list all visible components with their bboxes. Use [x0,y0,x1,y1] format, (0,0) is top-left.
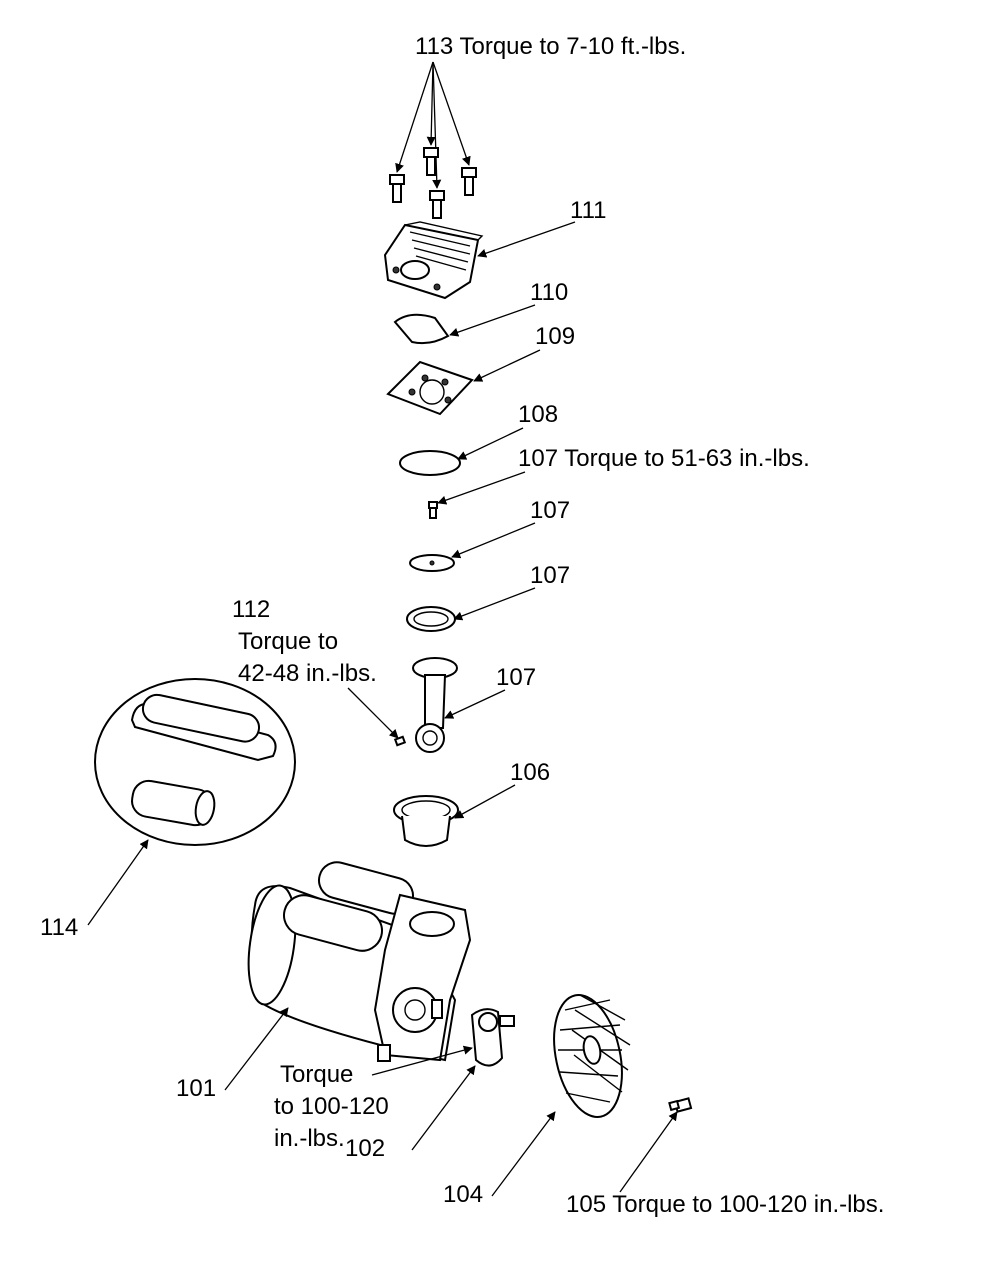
piston-ring-icon [406,606,456,632]
motor-housing-icon [247,861,472,1062]
valve-plate-icon [386,360,474,416]
label-110: 110 [530,279,568,306]
label-107-plate: 107 [530,497,570,524]
bearing-detail-icon [130,693,277,827]
o-ring-108: 108 [399,401,558,476]
screw-icon [428,501,438,519]
label-102: 102 [345,1135,385,1162]
eccentric-icon [470,1008,515,1067]
label-112: 112 [232,596,270,623]
cylinder-sleeve-icon [393,795,459,847]
piston-plate-107: 107 [409,497,570,572]
cylinder-head-111: 111 [383,197,606,300]
label-107-ring: 107 [530,562,570,589]
screw-112: 112 Torque to 42-48 in.-lbs. [232,596,407,747]
label-106: 106 [510,759,550,786]
screw-icon [393,735,407,747]
gasket-110: 110 [393,279,568,345]
label-114: 114 [40,914,78,941]
eccentric-102: Torque to 100-120 in.-lbs. 102 [274,1008,515,1162]
motor-housing-101: 101 [176,861,472,1102]
gasket-icon [393,313,450,345]
o-ring-icon [399,450,461,476]
label-101: 101 [176,1075,216,1102]
screw-107: 107 Torque to 51-63 in.-lbs. [428,445,810,519]
label-113: 113 Torque to 7-10 ft.-lbs. [415,33,686,60]
bolts-113: 113 Torque to 7-10 ft.-lbs. [389,33,686,219]
label-102-torque-3: in.-lbs. [274,1125,345,1152]
bolt-icon [668,1097,693,1113]
cylinder-head-icon [383,221,484,300]
connecting-rod-107: 107 [412,657,536,753]
fan-icon [553,993,631,1119]
piston-plate-icon [409,554,455,572]
bolt-icon [389,174,405,203]
label-107-rod: 107 [496,664,536,691]
piston-ring-107: 107 [406,562,570,632]
label-111: 111 [570,197,606,224]
label-102-torque-1: Torque [280,1061,353,1088]
label-102-torque-2: to 100-120 [274,1093,389,1120]
label-112-torque: Torque to [238,628,338,655]
detail-bubble-114: 114 [40,678,296,941]
fan-104: 104 [443,993,631,1208]
label-108: 108 [518,401,558,428]
label-109: 109 [535,323,575,350]
label-107-torque: 107 Torque to 51-63 in.-lbs. [518,445,810,472]
connecting-rod-icon [412,657,458,753]
valve-plate-109: 109 [386,323,575,416]
bolt-icon [429,190,445,219]
bolt-icon [461,167,477,196]
label-105: 105 Torque to 100-120 in.-lbs. [566,1191,884,1218]
label-112-range: 42-48 in.-lbs. [238,660,377,687]
cylinder-sleeve-106: 106 [393,759,550,847]
bolt-icon [423,147,439,176]
label-104: 104 [443,1181,483,1208]
bolt-105: 105 Torque to 100-120 in.-lbs. [566,1097,884,1218]
